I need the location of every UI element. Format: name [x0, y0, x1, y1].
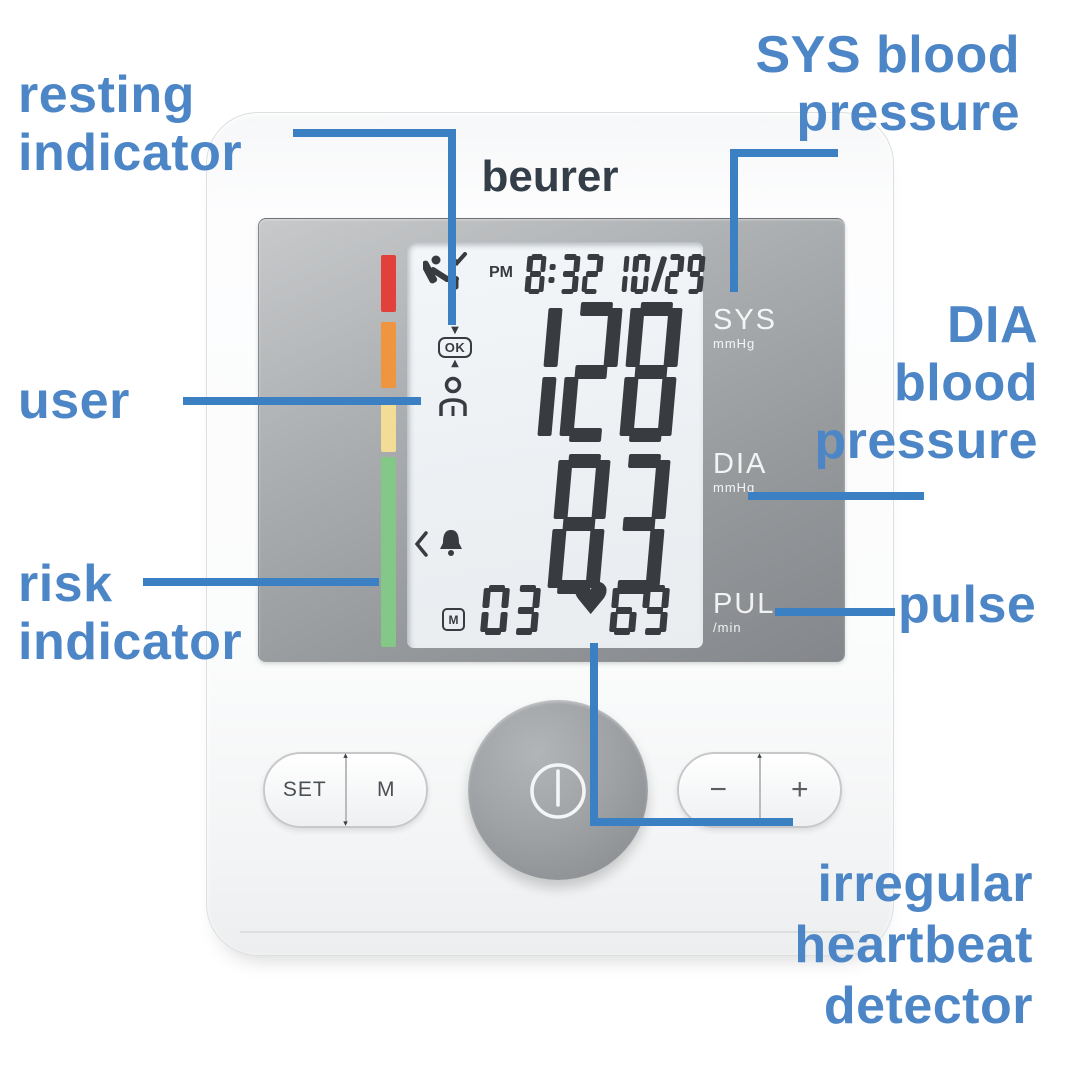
label-user: user: [18, 372, 130, 430]
dia-bezel-label: DIA mmHg: [713, 448, 768, 495]
date-display: [609, 254, 706, 294]
set-m-button-group: SET ▴ ▾ M: [263, 752, 428, 829]
risk-bar-red: [381, 255, 396, 312]
label-risk-indicator: risk indicator: [18, 555, 243, 671]
chevron-left-icon: [414, 531, 428, 557]
dia-line: [748, 492, 924, 500]
label-dia-blood-pressure: DIA blood pressure: [814, 296, 1038, 470]
resting-position-icon: [423, 252, 467, 290]
brand-logo: beurer: [481, 152, 619, 201]
memory-count-display: [480, 585, 541, 635]
set-button[interactable]: SET: [265, 754, 345, 826]
memory-icon: M: [442, 608, 465, 631]
user-line: [183, 397, 421, 405]
button-divider: ▴ ▾: [757, 752, 762, 829]
systolic-value-display: [499, 302, 683, 442]
sys-bezel-label: SYS mmHg: [713, 304, 778, 351]
power-icon: [530, 763, 586, 819]
resting-indicator-line-h: [293, 129, 456, 137]
minus-plus-button-group: − ▴ ▾ +: [677, 752, 842, 829]
risk-bar-orange: [381, 322, 396, 388]
ok-badge: OK: [437, 337, 473, 358]
irregular-heartbeat-line-v: [590, 643, 598, 826]
alarm-bell-icon: [440, 530, 462, 556]
memory-button[interactable]: M: [347, 754, 427, 826]
arrow-down-icon: ▼: [451, 325, 459, 336]
divider-marker-bottom: ▾: [343, 819, 348, 829]
divider-marker-top: ▴: [757, 751, 762, 761]
pul-bezel-label: PUL /min: [713, 588, 776, 635]
minus-button[interactable]: −: [679, 754, 759, 826]
lcd-screen: PM ▼ OK ▲ M ♥: [407, 242, 706, 648]
divider-marker-top: ▴: [343, 751, 348, 761]
pulse-value-display: [609, 585, 670, 635]
button-divider: ▴ ▾: [343, 752, 348, 829]
user-icon: [439, 376, 467, 416]
label-sys-blood-pressure: SYS blood pressure: [755, 26, 1020, 142]
cuff-position-ok-indicator: ▼ OK ▲: [433, 326, 477, 369]
resting-indicator-line-v: [448, 129, 456, 325]
sys-line-h: [730, 149, 838, 157]
risk-indicator-line: [143, 578, 379, 586]
irregular-heartbeat-line-h: [590, 818, 793, 826]
time-display: [524, 254, 604, 294]
label-resting-indicator: resting indicator: [18, 66, 243, 182]
arrow-up-icon: ▲: [451, 358, 459, 369]
label-pulse: pulse: [898, 576, 1037, 634]
pulse-line: [775, 608, 895, 616]
device-bottom-seam: [240, 931, 860, 933]
risk-bar-green: [381, 457, 396, 647]
meridiem-text: PM: [489, 264, 513, 281]
diastolic-value-display: [547, 454, 671, 594]
plus-button[interactable]: +: [761, 754, 841, 826]
sys-line-v: [730, 149, 738, 292]
heart-icon: ♥: [571, 574, 611, 625]
label-irregular-heartbeat-detector: irregular heartbeat detector: [794, 855, 1033, 1035]
power-button[interactable]: [468, 700, 648, 880]
risk-bar-yellow: [381, 398, 396, 452]
